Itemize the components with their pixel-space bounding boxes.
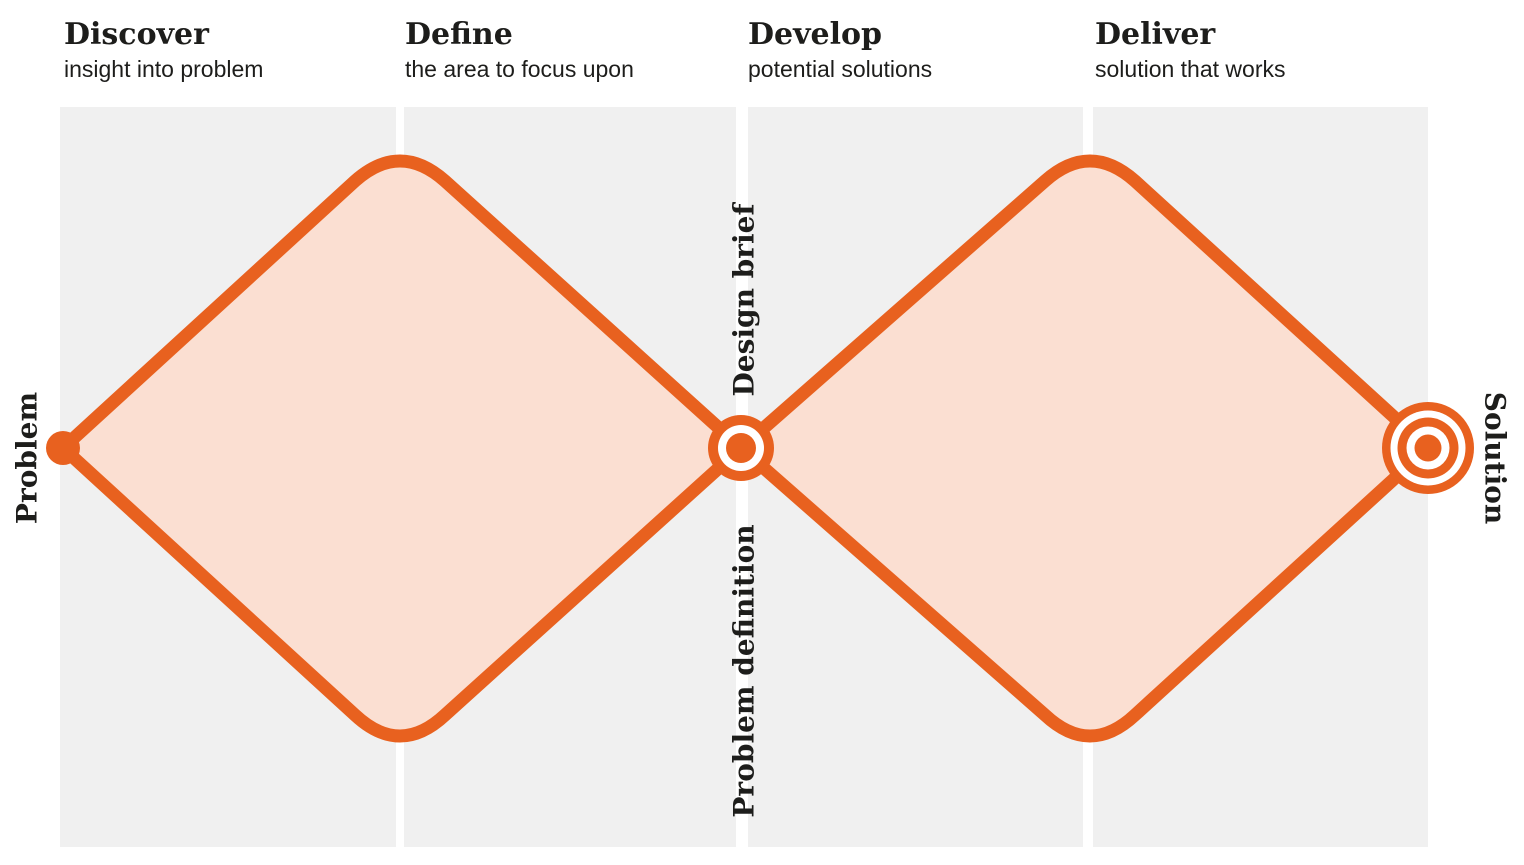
phase-header-discover: Discover insight into problem: [64, 18, 263, 84]
diamond-one: [56, 154, 748, 743]
phase-header-define: Define the area to focus upon: [405, 18, 634, 84]
midpoint-bullseye-icon: [708, 415, 774, 481]
phase-title: Define: [405, 17, 513, 52]
solution-target-icon: [1382, 402, 1474, 494]
diamond-two: [734, 154, 1435, 743]
phase-subtitle: solution that works: [1095, 56, 1286, 82]
phase-header-deliver: Deliver solution that works: [1095, 18, 1285, 84]
phase-title: Discover: [64, 17, 209, 52]
problem-dot-icon: [46, 431, 80, 465]
phase-header-develop: Develop potential solutions: [748, 18, 932, 84]
phase-title: Deliver: [1095, 17, 1216, 52]
phase-subtitle: the area to focus upon: [405, 56, 634, 82]
phase-title: Develop: [748, 17, 883, 52]
phase-subtitle: insight into problem: [64, 56, 264, 82]
phase-subtitle: potential solutions: [748, 56, 933, 82]
